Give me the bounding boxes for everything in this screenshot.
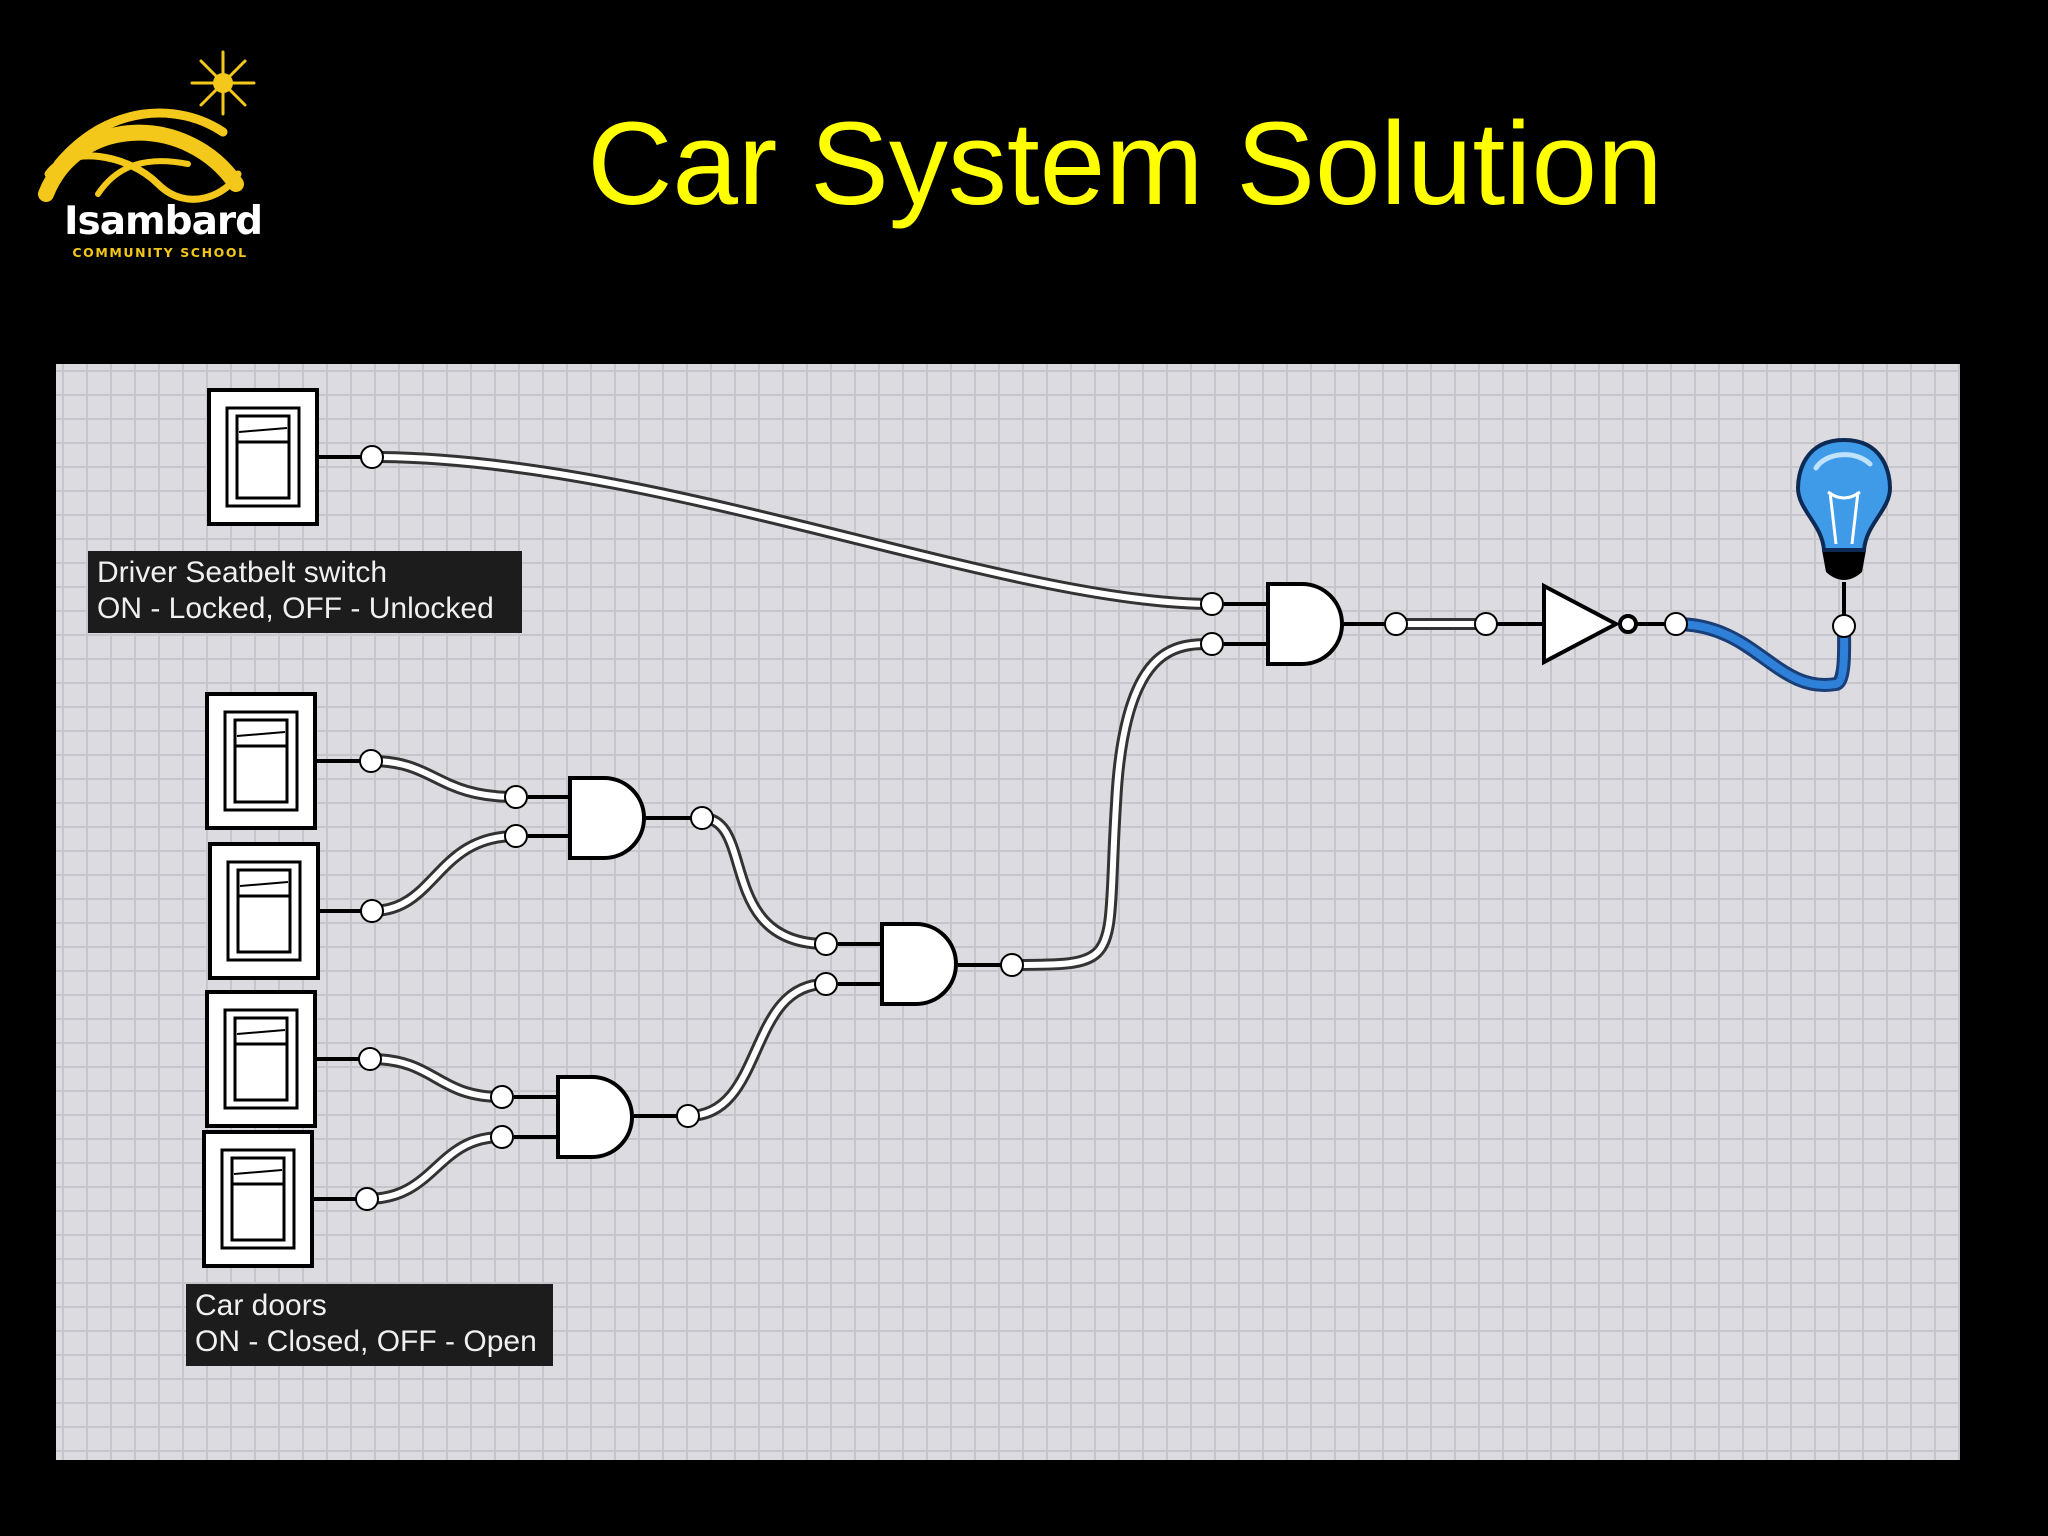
doors-caption: Car doors ON - Closed, OFF - Open [186,1284,553,1366]
school-logo: Isambard COMMUNITY SCHOOL [38,44,268,270]
doors-caption-line1: Car doors [195,1289,327,1322]
door-switch-3[interactable] [205,990,370,1128]
seatbelt-caption-line1: Driver Seatbelt switch [97,556,388,589]
star-arc-logo-icon [38,50,256,203]
connector-nodes [355,445,1856,1211]
and-gate[interactable] [838,922,1012,1006]
wires [361,451,1852,1205]
seatbelt-caption-line2: ON - Locked, OFF - Unlocked [97,592,494,625]
light-bulb-icon [1795,437,1893,616]
door-switch-4[interactable] [202,1130,367,1268]
door-switch-1[interactable] [205,692,371,830]
logo-wordmark: Isambard [64,199,263,244]
and-gate[interactable] [1224,582,1396,666]
doors-caption-line2: ON - Closed, OFF - Open [195,1325,537,1358]
slide-title: Car System Solution [587,98,1663,230]
seatbelt-switch[interactable] [207,388,372,526]
door-switch-2[interactable] [208,842,372,980]
circuit-canvas: Driver Seatbelt switch ON - Locked, OFF … [56,364,1960,1460]
and-gate[interactable] [528,776,702,860]
logic-circuit-diagram [202,388,1893,1268]
logo-subtitle: COMMUNITY SCHOOL [72,245,248,260]
and-gate[interactable] [514,1075,688,1159]
seatbelt-caption: Driver Seatbelt switch ON - Locked, OFF … [88,551,522,633]
not-gate[interactable] [1486,582,1676,666]
